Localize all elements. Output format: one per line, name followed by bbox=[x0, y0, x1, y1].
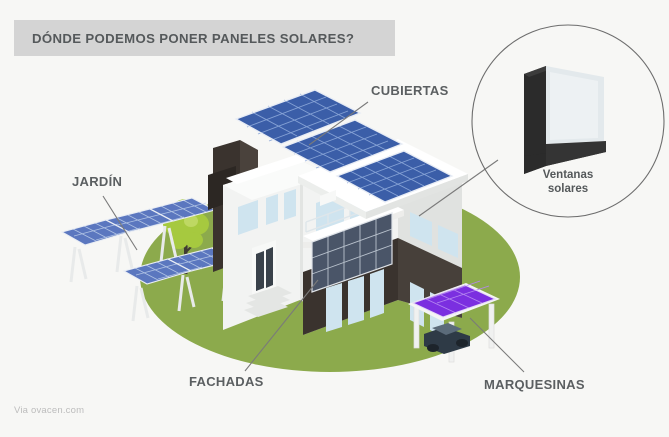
callout-caption-line1: Ventanas bbox=[542, 169, 594, 181]
roof-array-3 bbox=[335, 150, 454, 203]
callout-caption-line2: solares bbox=[547, 183, 589, 195]
label-fachadas: FACHADAS bbox=[189, 374, 264, 389]
roof-array-1 bbox=[234, 89, 362, 145]
leader-line-ventanas bbox=[418, 159, 499, 217]
label-cubiertas: CUBIERTAS bbox=[371, 83, 449, 98]
main-lower-glazing bbox=[326, 269, 384, 332]
left-wing-windows bbox=[238, 189, 296, 235]
car bbox=[424, 323, 470, 354]
garden-panel-row-back bbox=[60, 197, 227, 246]
carport-marquesina bbox=[408, 280, 500, 363]
title-bar: DÓNDE PODEMOS PONER PANELES SOLARES? bbox=[14, 20, 395, 56]
facade-solar-panels bbox=[311, 212, 393, 293]
page-title: DÓNDE PODEMOS PONER PANELES SOLARES? bbox=[32, 30, 355, 46]
source-credit: Via ovacen.com bbox=[14, 405, 85, 416]
label-jardin: JARDÍN bbox=[72, 174, 123, 189]
house bbox=[208, 139, 468, 337]
solar-window-icon bbox=[524, 66, 606, 174]
label-marquesinas: MARQUESINAS bbox=[484, 377, 585, 392]
callout-caption: Ventanas solares bbox=[521, 168, 615, 196]
callout-circle bbox=[471, 24, 665, 218]
leader-line-fachadas bbox=[244, 279, 319, 372]
leader-line-marquesinas bbox=[469, 317, 525, 373]
roof-solar-arrays bbox=[234, 89, 454, 203]
main-upper-windows-right bbox=[410, 212, 458, 258]
leader-line-jardin bbox=[102, 195, 138, 251]
leader-line-cubiertas bbox=[308, 101, 369, 146]
